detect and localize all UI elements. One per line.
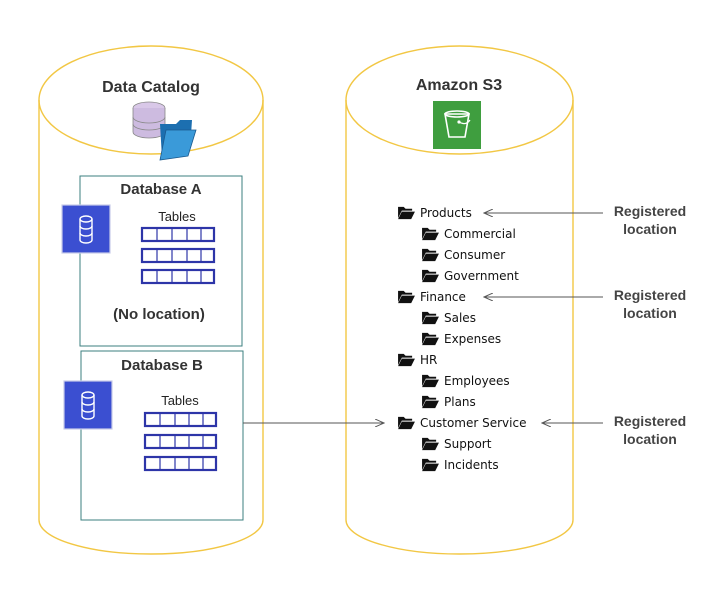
registered-label: Registered (614, 203, 686, 219)
registered-label: Registered (614, 413, 686, 429)
table-icon (143, 411, 218, 428)
database-b-box: Database B Tables (80, 350, 244, 521)
s3-folder-tree: ProductsCommercialConsumerGovernmentFina… (398, 206, 526, 472)
folder-open-icon (398, 353, 415, 367)
database-a-title: Database A (120, 181, 201, 198)
folder-name: Finance (420, 290, 466, 304)
folder-open-icon (422, 332, 439, 346)
database-b-title: Database B (121, 357, 203, 374)
s3-cylinder (345, 45, 574, 555)
table-icon (140, 247, 216, 264)
folder-name: Government (444, 269, 519, 283)
table-icon (140, 226, 216, 243)
folder-name: Plans (444, 395, 476, 409)
folder-item: Plans (422, 395, 476, 409)
database-icon (61, 204, 111, 254)
folder-name: Employees (444, 374, 510, 388)
folder-item: Sales (422, 311, 476, 325)
folder-open-icon (422, 248, 439, 262)
folder-item: Support (422, 437, 492, 451)
table-icon (140, 268, 216, 285)
folder-name: HR (420, 353, 437, 367)
folder-open-icon (398, 290, 415, 304)
folder-item: Employees (422, 374, 510, 388)
database-a-no-location: (No location) (113, 306, 205, 323)
folder-name: Expenses (444, 332, 501, 346)
data-catalog-title: Data Catalog (102, 79, 200, 96)
s3-title: Amazon S3 (416, 77, 502, 94)
folder-item: Finance (398, 290, 466, 304)
folder-open-icon (422, 437, 439, 451)
folder-open-icon (422, 269, 439, 283)
database-b-tables (143, 411, 218, 472)
folder-name: Consumer (444, 248, 505, 262)
data-catalog-folder-icon (132, 101, 197, 161)
folder-open-icon (422, 374, 439, 388)
folder-open-icon (422, 311, 439, 325)
folder-open-icon (422, 395, 439, 409)
folder-item: Products (398, 206, 472, 220)
database-a-tables-label: Tables (158, 209, 196, 224)
location-label: location (623, 431, 677, 447)
folder-name: Products (420, 206, 472, 220)
database-b-tables-label: Tables (161, 393, 199, 408)
table-icon (143, 455, 218, 472)
database-a-tables (140, 226, 216, 285)
data-catalog-cylinder (38, 45, 264, 555)
folder-item: HR (398, 353, 437, 367)
folder-item: Expenses (422, 332, 501, 346)
folder-open-icon (422, 458, 439, 472)
folder-open-icon (398, 206, 415, 220)
folder-item: Commercial (422, 227, 516, 241)
folder-name: Commercial (444, 227, 516, 241)
folder-item: Customer Service (398, 416, 526, 430)
registered-label: Registered (614, 287, 686, 303)
s3-bucket-icon (433, 101, 481, 149)
folder-name: Customer Service (420, 416, 526, 430)
folder-item: Incidents (422, 458, 499, 472)
location-label: location (623, 221, 677, 237)
folder-open-icon (422, 227, 439, 241)
folder-name: Sales (444, 311, 476, 325)
database-icon (63, 380, 113, 430)
folder-name: Support (444, 437, 492, 451)
registered-locations: RegisteredlocationRegisteredlocationRegi… (484, 203, 686, 447)
folder-item: Government (422, 269, 519, 283)
folder-name: Incidents (444, 458, 499, 472)
folder-item: Consumer (422, 248, 505, 262)
table-icon (143, 433, 218, 450)
location-label: location (623, 305, 677, 321)
folder-open-icon (398, 416, 415, 430)
database-a-box: Database A Tables (79, 175, 243, 347)
